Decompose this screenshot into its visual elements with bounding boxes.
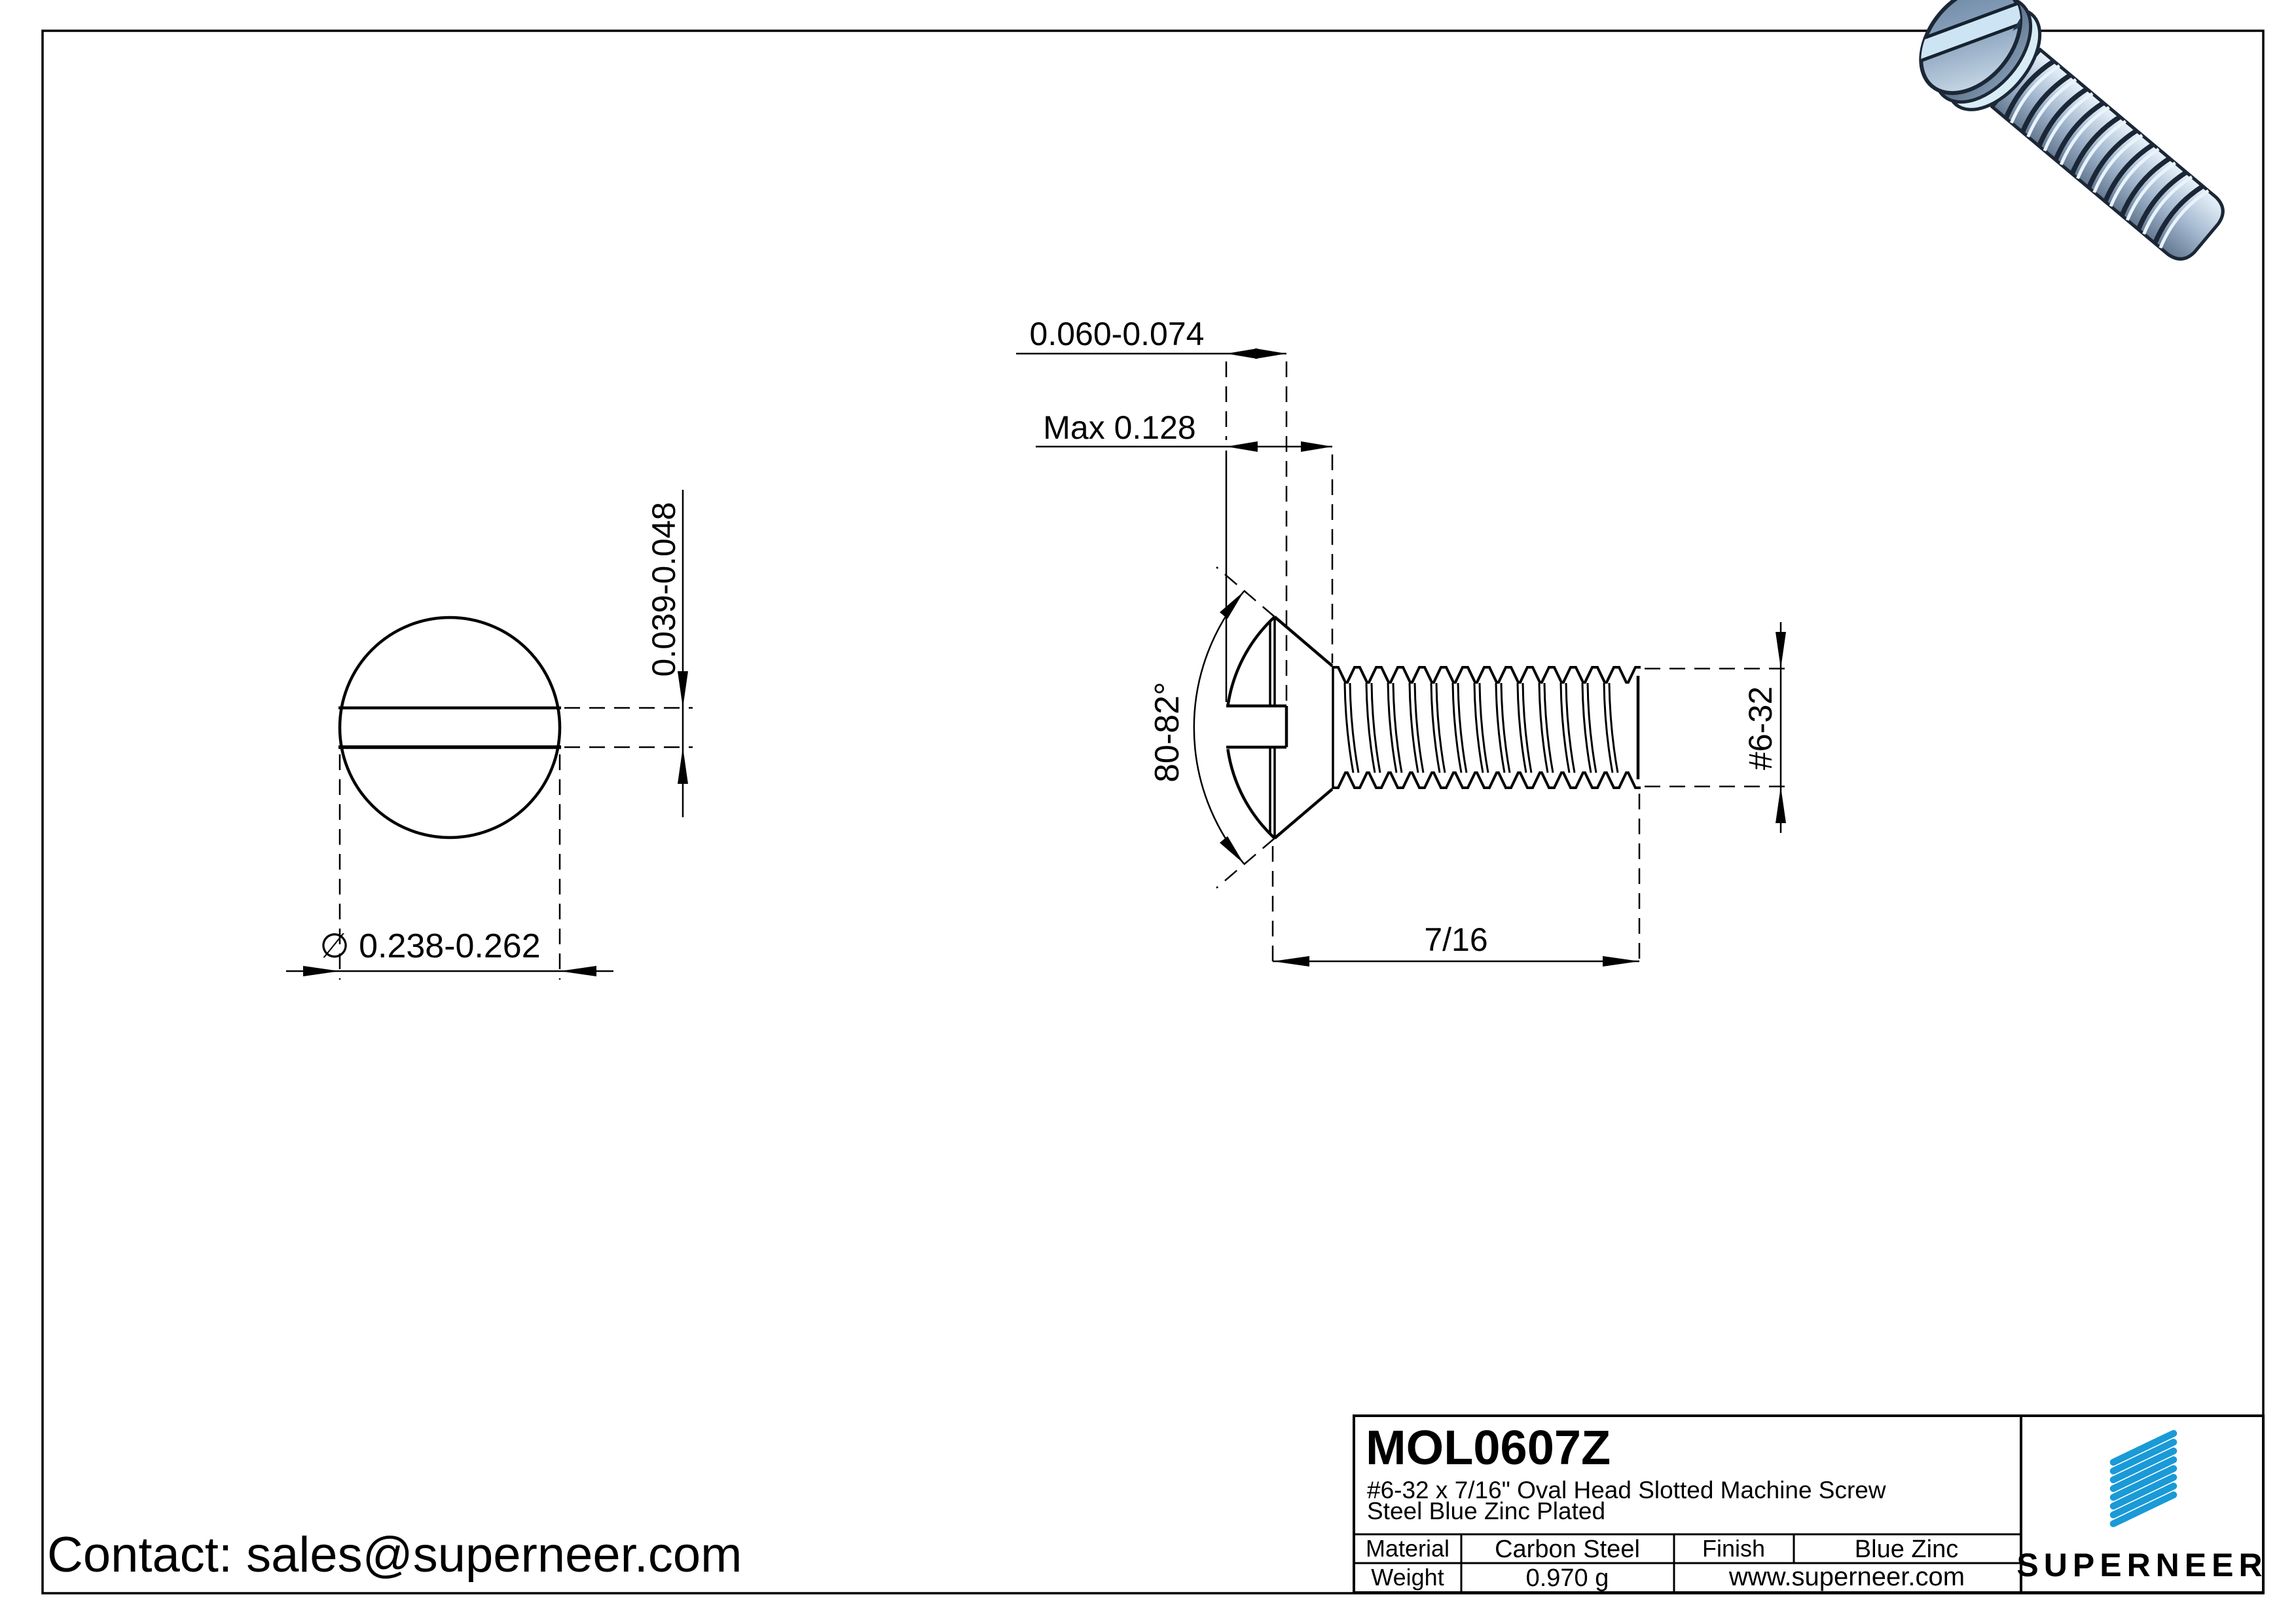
page-border [41,29,2265,1595]
finish-value: Blue Zinc [1855,1536,1958,1563]
head-dome-arc-top [1226,616,1276,707]
contact-line: Contact: sales@superneer.com [47,1527,742,1583]
arrowhead-right-icon [1603,956,1639,967]
dim-head-height: Max 0.128 [1036,409,1334,702]
arrowhead-left-icon [1226,441,1258,452]
dim-head-height-label: Max 0.128 [1043,409,1195,446]
dim-head-diameter: ∅ 0.238-0.262 [286,754,613,980]
title-block: MOL0607Z #6-32 x 7/16" Oval Head Slotted… [1353,1414,2267,1594]
front-view: 0.039-0.048 ∅ 0.238-0.262 [286,490,693,980]
side-view: 0.060-0.074 Max 0.128 80-82° [1016,316,1791,968]
dim-slot-depth: 0.060-0.074 [1016,316,1288,703]
head-dome-arc-bottom [1226,748,1276,840]
dim-head-angle-label: 80-82° [1148,682,1186,783]
slot-mask [346,709,554,746]
description-line-1: #6-32 x 7/16" Oval Head Slotted Machine … [1367,1477,1886,1504]
website-link[interactable]: www.superneer.com [1728,1562,1965,1591]
brand-name: SUPERNEER [2016,1547,2267,1583]
dim-thread-size-label: #6-32 [1742,686,1779,770]
arrowhead-down-icon [1220,836,1244,864]
material-value: Carbon Steel [1495,1536,1640,1563]
dim-head-diameter-label: ∅ 0.238-0.262 [319,927,540,965]
arrowhead-left-icon [1226,348,1258,359]
part-number: MOL0607Z [1366,1420,1611,1475]
finish-label: Finish [1702,1535,1765,1562]
arrowhead-up-icon [1776,786,1786,823]
dim-thread-size: #6-32 [1645,622,1791,833]
screw-3d-threads [2003,59,2210,249]
cone-bottom-edge [1273,788,1334,840]
arrowhead-right-icon [303,966,340,976]
dim-head-angle: 80-82° [1148,566,1275,889]
dim-thread-length-label: 7/16 [1424,921,1487,958]
brand-logo-mark-icon [2109,1430,2178,1528]
description-line-2: Steel Blue Zinc Plated [1367,1498,1605,1524]
arrowhead-down-icon [678,671,688,708]
arrowhead-up-icon [678,747,688,784]
arrowhead-up-icon [1220,591,1244,619]
dim-slot-depth-label: 0.060-0.074 [1030,316,1205,352]
dim-slot-width: 0.039-0.048 [564,490,693,817]
cone-top-edge [1273,616,1334,667]
arrowhead-left-icon [1273,956,1309,967]
material-label: Material [1366,1535,1449,1562]
dim-slot-width-label: 0.039-0.048 [646,502,682,677]
screw-3d-render [1906,0,2225,261]
side-view-thread-profile [1333,666,1641,789]
dim-thread-length: 7/16 [1271,794,1641,968]
weight-label: Weight [1371,1564,1444,1591]
arrowhead-right-icon [1301,441,1332,452]
arrowhead-down-icon [1776,632,1786,669]
weight-value: 0.970 g [1526,1564,1609,1592]
arrowhead-right-icon [1255,348,1286,359]
arrowhead-left-icon [560,966,596,976]
